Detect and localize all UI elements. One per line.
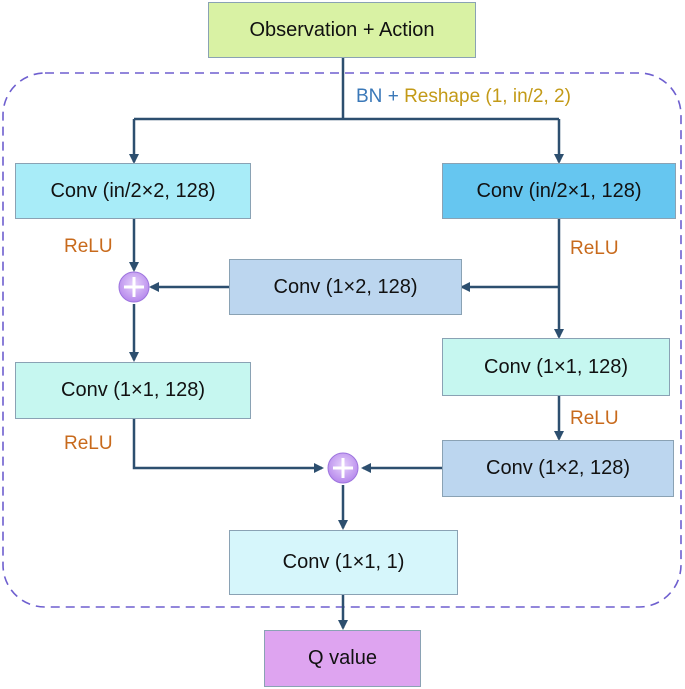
- conv-left-top-node: Conv (in/2×2, 128): [15, 163, 251, 219]
- relu-label-left-1: ReLU: [64, 236, 113, 257]
- add-node-2: [327, 452, 359, 484]
- add-node-1: [118, 271, 150, 303]
- reshape-label: Reshape (1, in/2, 2): [404, 86, 571, 107]
- relu-label-right-2: ReLU: [570, 408, 619, 429]
- conv-mid-1x2-node: Conv (1×2, 128): [229, 259, 462, 315]
- plus-label: +: [387, 86, 399, 107]
- conv-right-1x2-node: Conv (1×2, 128): [442, 440, 674, 497]
- relu-label-right-1: ReLU: [570, 238, 619, 259]
- bn-label: BN: [356, 86, 383, 107]
- conv-right-1x1-node: Conv (1×1, 128): [442, 338, 670, 396]
- output-node: Q value: [264, 630, 421, 687]
- conv-final-node: Conv (1×1, 1): [229, 530, 458, 595]
- edge-left-1x1-to-add2: [132, 419, 324, 473]
- relu-label-left-2: ReLU: [64, 433, 113, 454]
- bn-reshape-label: BN + Reshape (1, in/2, 2): [356, 86, 571, 108]
- conv-left-1x1-node: Conv (1×1, 128): [15, 362, 251, 419]
- input-node: Observation + Action: [208, 2, 476, 58]
- conv-right-top-node: Conv (in/2×1, 128): [442, 163, 676, 219]
